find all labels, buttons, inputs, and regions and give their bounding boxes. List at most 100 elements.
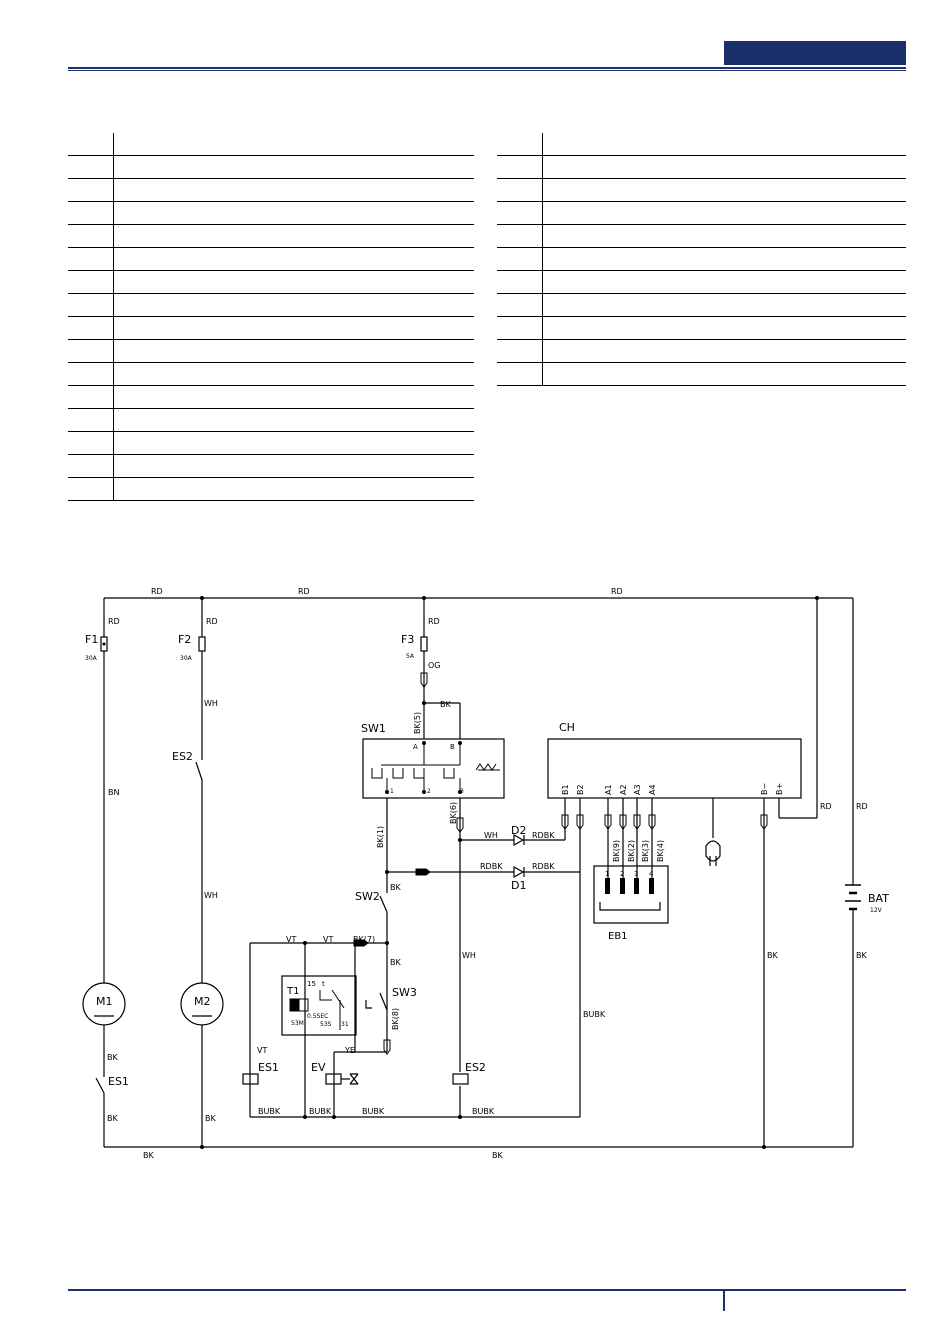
switch-sw3 bbox=[365, 992, 388, 1011]
wire-label: WH bbox=[484, 831, 498, 840]
wire-label-bk2: BK(2) bbox=[627, 840, 636, 862]
header-block bbox=[724, 41, 906, 65]
table-cell bbox=[68, 178, 114, 202]
table-cell bbox=[497, 293, 543, 317]
label-sw2: SW2 bbox=[355, 890, 380, 903]
label-eb1-p3: 3 bbox=[634, 870, 638, 878]
label-ch-bminus: B− bbox=[760, 783, 769, 795]
label-eb1-p4: 4 bbox=[649, 870, 654, 878]
label-m2: M2 bbox=[194, 995, 211, 1008]
charger-ch-box bbox=[547, 738, 802, 799]
table-cell bbox=[113, 408, 474, 432]
wire-label: BK bbox=[205, 1114, 216, 1123]
label-sw1: SW1 bbox=[361, 722, 386, 735]
table-cell bbox=[113, 155, 474, 179]
legend-table-left bbox=[68, 133, 474, 501]
label-f3: F3 bbox=[401, 633, 414, 646]
wire-label: BK bbox=[440, 700, 451, 709]
table-cell bbox=[68, 155, 114, 179]
table-cell bbox=[542, 155, 906, 179]
label-t1: T1 bbox=[286, 986, 299, 997]
plug-icon bbox=[705, 840, 721, 866]
wire-label: BK bbox=[107, 1053, 118, 1062]
table-cell bbox=[542, 133, 906, 156]
switch-sw2 bbox=[379, 895, 388, 913]
wire-label: VT bbox=[286, 935, 296, 944]
header-rule-top bbox=[68, 67, 906, 69]
label-ch-bplus: B+ bbox=[775, 783, 784, 795]
wires bbox=[103, 597, 854, 1148]
table-cell bbox=[542, 270, 906, 294]
wire-label: BK bbox=[767, 951, 778, 960]
label-t1-15: 15 bbox=[307, 980, 316, 988]
table-cell bbox=[497, 270, 543, 294]
table-cell bbox=[113, 224, 474, 248]
wire-label: RD bbox=[298, 587, 310, 596]
label-ch-b2: B2 bbox=[576, 784, 585, 795]
table-cell bbox=[497, 133, 543, 156]
switch-es1-motor bbox=[95, 1077, 105, 1094]
label-t1-t: t bbox=[322, 980, 325, 988]
wire-label: BK bbox=[390, 883, 401, 892]
motor-m2 bbox=[180, 982, 224, 1026]
label-es2-coil: ES2 bbox=[465, 1061, 486, 1074]
table-cell bbox=[497, 362, 543, 386]
wire-label-bk4: BK(4) bbox=[656, 840, 665, 862]
valve-icon bbox=[349, 1073, 359, 1085]
table-cell bbox=[497, 178, 543, 202]
table-cell bbox=[497, 247, 543, 271]
wire-label: RDBK bbox=[480, 862, 503, 871]
wire-label: BK bbox=[107, 1114, 118, 1123]
table-cell bbox=[68, 477, 114, 501]
wire-label: YE bbox=[344, 1046, 355, 1055]
wire-label: RD bbox=[856, 802, 868, 811]
wire-label: RD bbox=[820, 802, 832, 811]
wire-label: RDBK bbox=[532, 862, 555, 871]
fuse-f2 bbox=[198, 636, 206, 652]
table-cell bbox=[113, 385, 474, 409]
switch-sw1-box bbox=[362, 738, 505, 799]
label-f3-rating: 5A bbox=[406, 653, 415, 660]
label-f1-rating: 30A bbox=[85, 655, 98, 662]
wire-label: WH bbox=[462, 951, 476, 960]
table-cell bbox=[113, 362, 474, 386]
label-sw1-p2: 2 bbox=[427, 788, 431, 795]
motor-m1 bbox=[82, 982, 126, 1026]
label-es2-top: ES2 bbox=[172, 750, 193, 763]
label-eb1: EB1 bbox=[608, 931, 628, 942]
table-cell bbox=[497, 201, 543, 225]
wire-label: RD bbox=[108, 617, 120, 626]
table-cell bbox=[68, 408, 114, 432]
table-cell bbox=[113, 316, 474, 340]
table-cell bbox=[68, 201, 114, 225]
label-bat: BAT bbox=[868, 892, 889, 905]
wire-label: VT bbox=[323, 935, 333, 944]
label-t1-53m: 53M bbox=[291, 1020, 304, 1027]
label-ev: EV bbox=[311, 1061, 326, 1074]
wire-label: BUBK bbox=[583, 1010, 606, 1019]
table-cell bbox=[113, 339, 474, 363]
table-cell bbox=[542, 178, 906, 202]
table-cell bbox=[497, 224, 543, 248]
wire-label: BUBK bbox=[362, 1107, 385, 1116]
table-cell bbox=[542, 362, 906, 386]
wire-label: BK bbox=[143, 1151, 154, 1160]
wire-label: BN bbox=[108, 788, 119, 797]
label-t1-31: 31 bbox=[341, 1021, 349, 1028]
wire-label: BUBK bbox=[258, 1107, 281, 1116]
label-f2-rating: 30A bbox=[180, 655, 193, 662]
switch-es2-top bbox=[195, 761, 203, 781]
label-eb1-p2: 2 bbox=[620, 870, 624, 878]
label-bat-voltage: 12V bbox=[870, 907, 883, 914]
timer-relay-t1-box bbox=[281, 975, 357, 1036]
table-cell bbox=[542, 224, 906, 248]
battery-charger-eb1-box bbox=[593, 865, 669, 924]
diode-d2 bbox=[513, 833, 525, 847]
label-f2: F2 bbox=[178, 633, 191, 646]
label-f1: F1 bbox=[85, 633, 98, 646]
table-cell bbox=[68, 224, 114, 248]
table-cell bbox=[497, 155, 543, 179]
wire-label-bk6: BK(6) bbox=[449, 802, 458, 824]
table-cell bbox=[542, 293, 906, 317]
